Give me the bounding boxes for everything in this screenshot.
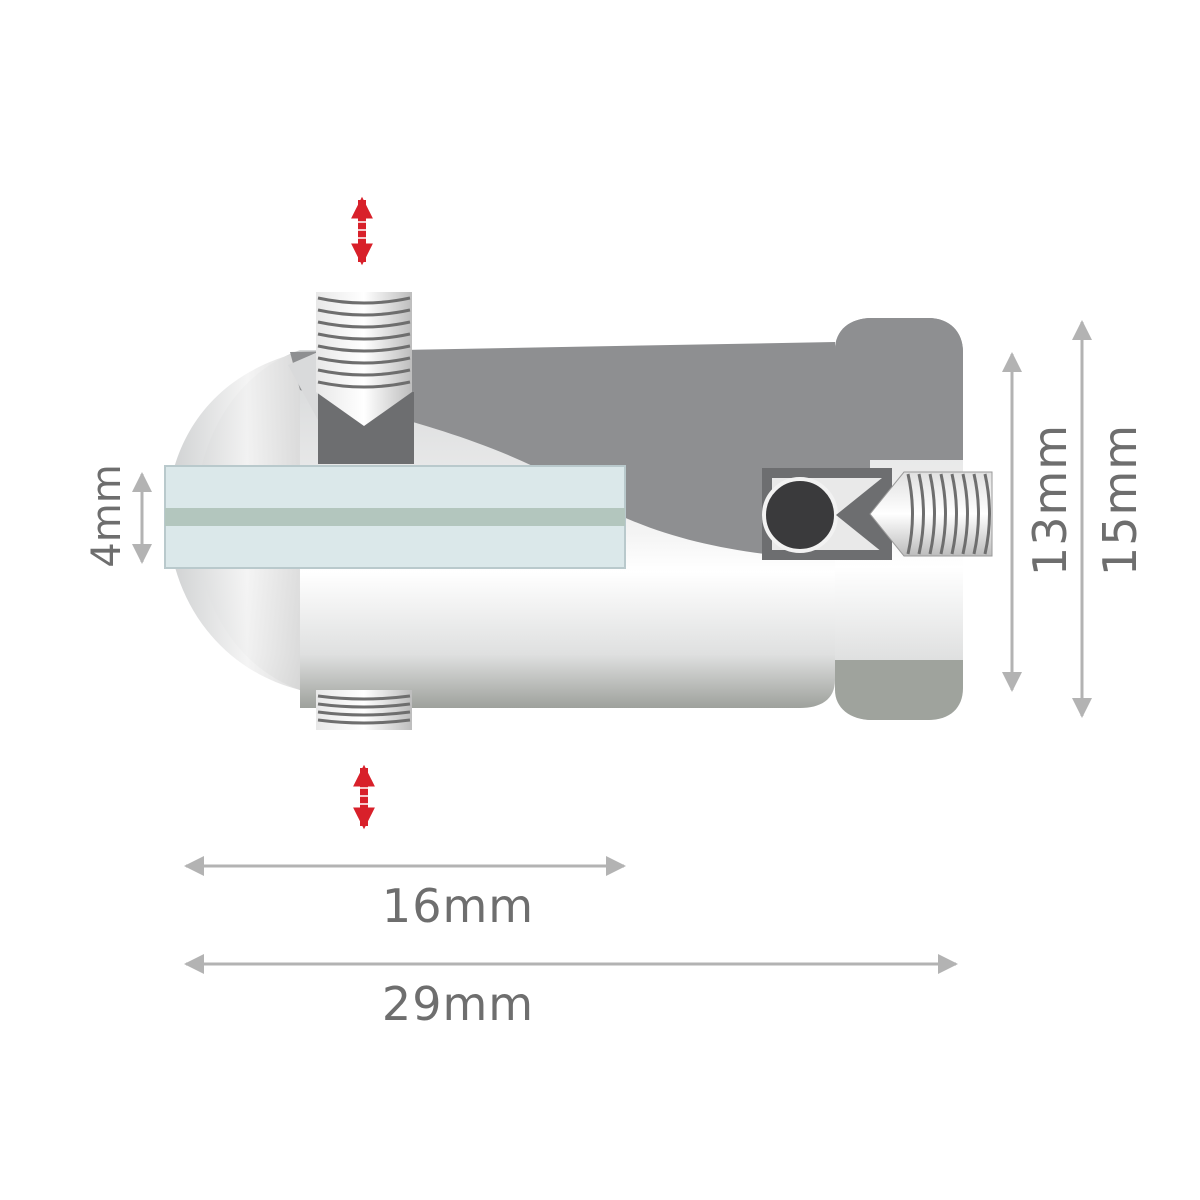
dimension-4mm: 4mm — [84, 464, 152, 568]
screw-thread — [317, 356, 411, 365]
screw-thread — [950, 473, 958, 555]
body-flange-bottom — [835, 660, 963, 720]
dimension-16mm: 16mm — [184, 856, 626, 933]
screw-thread — [972, 473, 980, 555]
screw-thread — [928, 473, 936, 555]
screw-thread — [317, 344, 411, 353]
retaining-pin — [762, 477, 838, 553]
glass-interlayer — [165, 508, 625, 526]
dimension-15mm: 15mm — [1072, 320, 1147, 718]
dimension-label-15mm: 15mm — [1093, 424, 1147, 576]
dimension-label-13mm: 13mm — [1023, 424, 1077, 576]
screw-thread — [317, 320, 411, 329]
body-bevel — [288, 352, 318, 420]
screw-thread — [906, 473, 914, 555]
adjust-arrow-bottom — [353, 764, 375, 830]
screw-thread — [317, 710, 411, 717]
dimension-label-4mm: 4mm — [84, 464, 130, 567]
bottom-clamping-screw — [316, 690, 412, 730]
screw-thread — [317, 296, 411, 305]
top-clamping-screw — [316, 292, 414, 464]
dimension-label-29mm: 29mm — [382, 977, 534, 1031]
pocket-v-notch — [836, 478, 882, 552]
glass-panel — [164, 465, 626, 569]
screw-thread — [961, 473, 969, 555]
horizontal-set-screw — [869, 471, 993, 557]
screw-thread — [317, 332, 411, 341]
adjust-arrow-top — [351, 196, 373, 266]
screw-thread — [939, 473, 947, 555]
screw-thread — [317, 718, 411, 725]
screw-thread — [317, 694, 411, 701]
screw-thread — [317, 380, 411, 389]
screw-thread — [317, 368, 411, 377]
screw-thread — [317, 308, 411, 317]
dimension-label-16mm: 16mm — [382, 879, 534, 933]
body-flange-top — [835, 318, 963, 460]
screw-thread — [917, 473, 925, 555]
dimension-13mm: 13mm — [1002, 352, 1077, 692]
screw-thread — [317, 702, 411, 709]
dimension-29mm: 29mm — [184, 954, 958, 1031]
screw-thread — [983, 473, 991, 555]
